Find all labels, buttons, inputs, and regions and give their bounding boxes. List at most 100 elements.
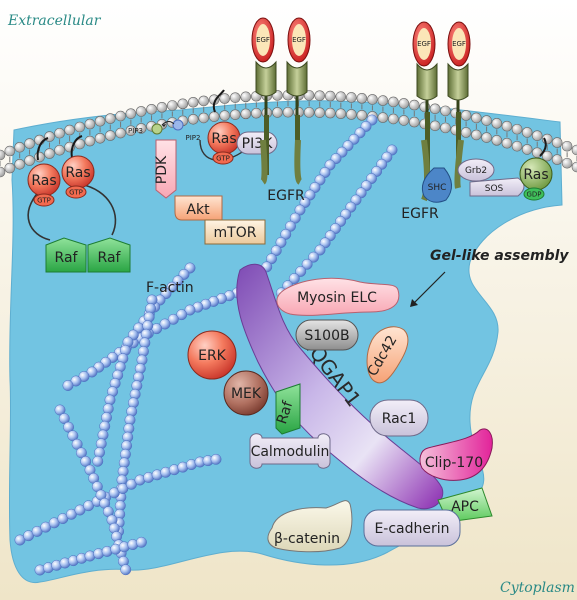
lipid-head-inner [324,107,336,119]
lipid-head-inner [541,150,553,162]
actin-bead [295,265,307,277]
egf-inner-center-1 [256,24,270,56]
lipid-head-outer [440,105,451,117]
actin-bead [40,521,52,533]
gtp-label-left-1: GTP [37,197,51,205]
lipid-head-outer [429,103,441,115]
ras-label-center: Ras [211,131,236,147]
lipid-head-inner [125,125,137,136]
myosin-elc-protein [276,277,400,316]
calmodulin-protein [249,433,331,469]
lipid-head-outer [460,110,472,121]
lipid-head-inner [34,151,45,163]
actin-bead [285,220,296,232]
lipid-head-inner [4,162,16,174]
lipid-head-outer [115,110,126,122]
lipid-head-inner [335,108,347,119]
egfr-arm-center-1 [255,60,277,97]
raf-protein-left-2 [87,237,131,273]
actin-bead [314,244,326,256]
lipid-head-outer [44,131,55,142]
cell-membrane [0,89,577,178]
lipid-head-outer [94,115,106,127]
cytoplasm-label: Cytoplasm [500,580,575,596]
lipid-head-inner [84,135,96,147]
lipid-head-outer [398,98,410,109]
lipid-head-outer [198,95,210,107]
actin-bead [289,212,301,224]
lipid-head-inner [251,107,262,119]
lipid-head-outer [346,92,357,103]
actin-bead [294,204,306,216]
actin-bead [299,197,311,208]
lipid-head-inner [187,113,199,125]
lipid-head-inner [356,110,368,121]
actin-bead [120,564,132,576]
pdk-protein [155,139,177,199]
lipid-head-outer [481,115,492,126]
ras-tether-left-2 [70,135,83,159]
sos-label: SOS [485,184,504,194]
actin-bead [314,174,326,186]
actin-bead [63,421,75,433]
lipid-head-inner [346,109,357,120]
s100b-protein [295,319,359,351]
ras-tether-center [212,89,225,113]
lipid-head-inner [429,120,441,132]
egf-label-center-1: EGF [256,36,270,44]
ras-raf-dimer-group: Ras GTP Ras GTP Raf Raf [27,135,131,273]
egfr-label-right: EGFR [401,206,439,222]
egf-label-center-2: EGF [292,36,306,44]
lipid-head-outer [177,98,189,110]
ras-tether-right [539,137,547,157]
gel-like-assembly-arrowhead [410,299,418,307]
lipid-head-inner [491,135,503,146]
actin-bead [74,504,86,516]
lipid-head-outer [551,137,563,148]
actin-bead [71,438,83,450]
erk-protein [187,330,237,380]
lipid-head-outer [367,94,378,105]
raf-label-center: Raf [274,398,297,426]
lipid-head-inner [511,140,523,152]
mek-protein [223,370,269,416]
actin-bead [288,273,300,285]
lipid-head-outer [561,140,573,152]
lipid-head-inner [74,138,86,150]
lipid-head-inner [0,166,6,178]
egfr-label-center: EGFR [267,188,305,204]
lipid-head-inner [135,123,147,134]
lipid-head-outer [501,120,513,132]
ras-tether-left-1 [36,137,49,161]
pip3-label: PIP3 [128,127,143,135]
mtor-protein [204,219,266,245]
raf-label-left-2: Raf [98,250,122,266]
cdc42-protein [366,326,409,384]
lipid-head-outer [571,144,577,156]
lipid-head-outer [335,91,347,102]
lipid-head-inner [94,132,106,144]
ras-label-right: Ras [523,167,548,183]
actin-bead [159,318,171,330]
gdp-badge [523,187,545,201]
actin-bead [270,245,282,257]
actin-bead [75,447,87,459]
gtp-label-left-2: GTP [69,189,83,197]
actin-bead [31,525,43,537]
akt-label: Akt [186,202,210,218]
pip3-head [151,123,163,135]
actin-bead [48,517,60,529]
actin-bead [62,380,74,391]
actin-bead [167,313,179,325]
myosin-elc-label: Myosin ELC [297,290,377,306]
egfr-receptor-center: EGF EGF EGFR [251,17,311,204]
gtp-badge-left-2 [65,185,87,199]
lipid-head-inner [398,115,410,126]
s100b-label: S100B [304,328,349,344]
lipid-head-inner [551,154,563,165]
lipid-head-outer [377,95,389,106]
actin-bead [135,536,147,548]
lipid-head-inner [105,130,116,141]
